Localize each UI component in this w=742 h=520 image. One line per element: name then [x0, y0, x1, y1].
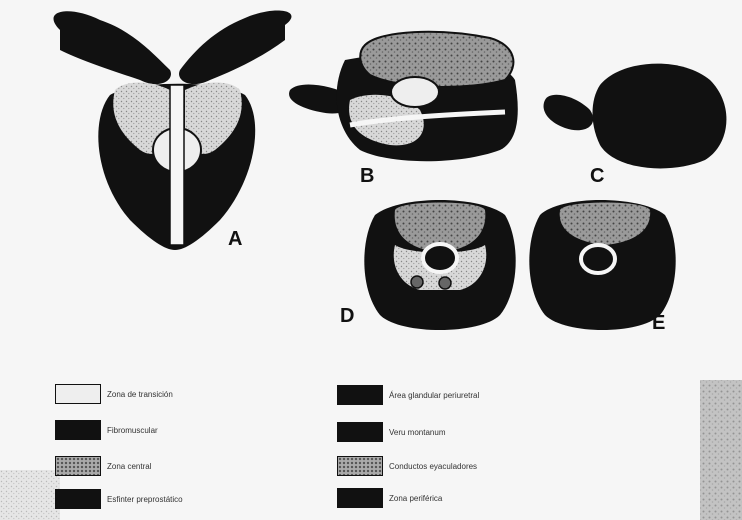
panel-label-c: C — [590, 165, 604, 188]
legend-label: Zona periférica — [389, 494, 442, 503]
urethra-e — [581, 245, 615, 273]
panel-d-transverse-view — [364, 200, 515, 330]
legend-label: Veru montanum — [389, 428, 445, 437]
legend-label: Zona central — [107, 462, 151, 471]
panel-a-frontal-view — [54, 11, 292, 250]
legend-label: Fibromuscular — [107, 426, 158, 435]
panel-label-e: E — [652, 312, 665, 335]
legend-swatch — [55, 456, 101, 476]
legend-label: Esfinter preprostático — [107, 495, 183, 504]
transition-zone-b — [391, 77, 439, 107]
urethra-d — [423, 244, 457, 272]
legend-swatch — [337, 456, 383, 476]
legend-swatch — [55, 420, 101, 440]
legend-label: Área glandular periuretral — [389, 391, 479, 400]
legend-swatch — [55, 489, 101, 509]
legend-item-preprostatic-sphincter: Esfinter preprostático — [55, 488, 183, 510]
urethra-a — [170, 85, 184, 245]
seminal-vesicle-c — [544, 95, 594, 130]
legend-swatch — [337, 385, 383, 405]
legend-swatch — [337, 488, 383, 508]
legend-item-periurethral-area: Área glandular periuretral — [337, 384, 479, 406]
legend-item-ejaculatory-ducts: Conductos eyaculadores — [337, 455, 477, 477]
panel-c-view — [544, 64, 727, 169]
panel-label-d: D — [340, 305, 354, 328]
legend-item-central-zone: Zona central — [55, 455, 151, 477]
panel-e-transverse-view — [529, 200, 675, 330]
legend-item-transition-zone: Zona de transición — [55, 383, 173, 405]
panel-label-b: B — [360, 165, 374, 188]
ejaculatory-duct-right — [439, 277, 451, 289]
seminal-vesicle-right — [179, 11, 291, 85]
legend-label: Conductos eyaculadores — [389, 462, 477, 471]
legend-swatch — [337, 422, 383, 442]
panel-b-sagittal-view — [289, 32, 518, 161]
fibromuscular-stroma-b — [360, 32, 513, 87]
legend-swatch — [55, 384, 101, 404]
panel-label-a: A — [228, 228, 242, 251]
legend-item-fibromuscular: Fibromuscular — [55, 419, 158, 441]
legend-label: Zona de transición — [107, 390, 173, 399]
legend-item-veru-montanum: Veru montanum — [337, 421, 445, 443]
seminal-vesicle-left — [54, 11, 171, 84]
legend-item-peripheral-zone: Zona periférica — [337, 487, 442, 509]
prostate-c — [593, 64, 727, 169]
ejaculatory-duct-left — [411, 276, 423, 288]
